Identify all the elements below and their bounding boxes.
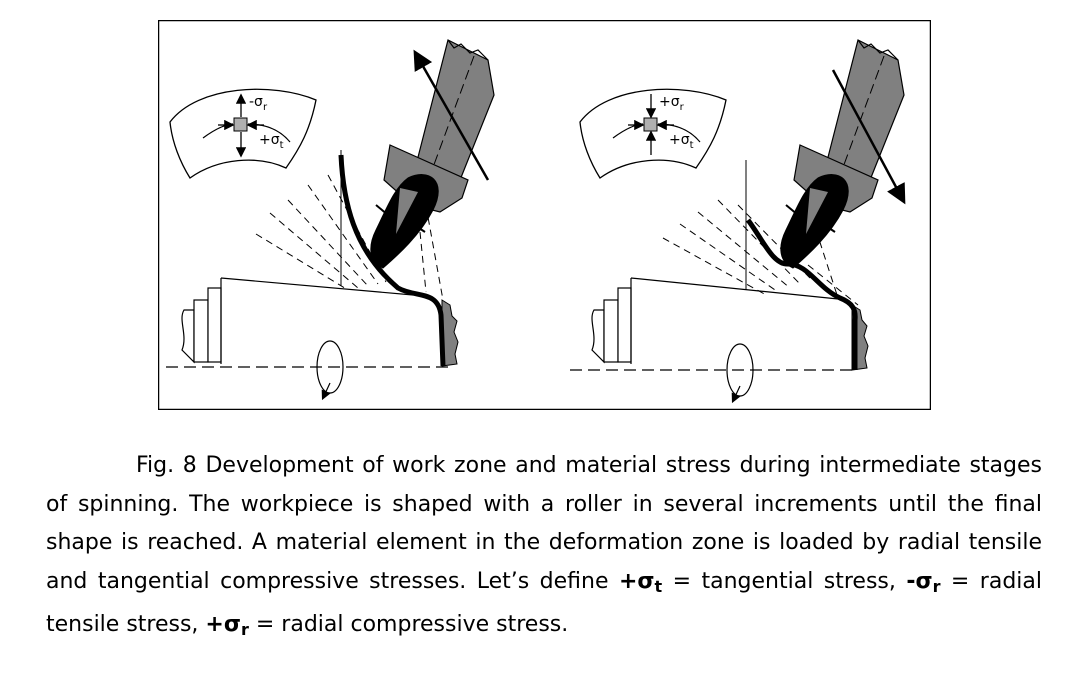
left-stress-square xyxy=(233,117,248,132)
right-roller-tool xyxy=(780,39,906,269)
left-label-radial: -σr xyxy=(249,94,268,113)
right-workpiece-sheet xyxy=(745,218,858,370)
right-stress-square xyxy=(643,117,658,132)
definition-radial-tensile: = radial tensile stress, xyxy=(46,568,1042,638)
symbol-radial-tensile: -σr xyxy=(906,568,941,596)
left-feed-arrow xyxy=(413,49,490,181)
spinning-stages-diagram: -σr +σt xyxy=(158,20,931,410)
left-mandrel xyxy=(181,277,414,364)
right-label-tangential: +σt xyxy=(669,132,694,151)
left-back-plate xyxy=(441,299,459,367)
left-inset-outline xyxy=(169,88,317,179)
symbol-tangential: +σt xyxy=(618,568,663,596)
symbol-radial-compressive: +σr xyxy=(205,612,249,639)
left-label-tangential: +σt xyxy=(259,132,284,151)
definition-radial-compressive: = radial compressive stress. xyxy=(248,612,569,637)
right-stress-inset: +σr +σt xyxy=(579,88,727,179)
left-workpiece-sheet xyxy=(338,154,446,367)
right-mandrel xyxy=(591,277,849,364)
definition-tangential: = tangential stress, xyxy=(662,568,907,594)
right-feed-arrow xyxy=(831,69,906,205)
right-panel: +σr +σt xyxy=(570,39,906,404)
left-roller-tool xyxy=(370,39,495,269)
left-panel: -σr +σt xyxy=(166,39,495,401)
left-stress-inset: -σr +σt xyxy=(169,88,317,179)
caption-text: Fig. 8 Development of work zone and mate… xyxy=(46,453,1042,594)
right-label-radial: +σr xyxy=(659,94,685,113)
figure-caption: Fig. 8 Development of work zone and mate… xyxy=(46,447,1042,650)
